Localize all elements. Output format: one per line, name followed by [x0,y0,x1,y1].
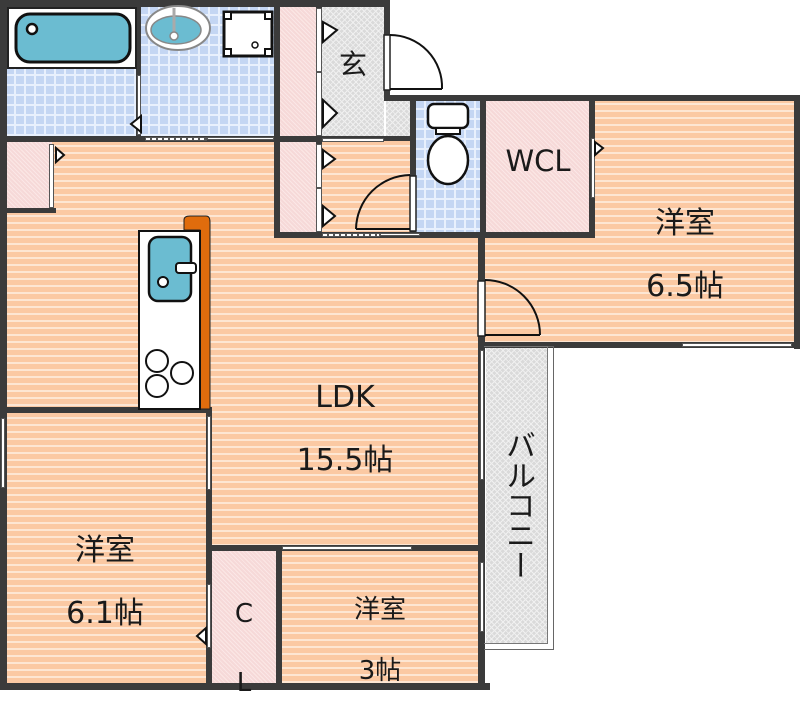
washroom-sliding-door [207,137,274,140]
door-marker-icons [55,20,605,647]
hall-floor [318,140,416,236]
wall-wash-storage [274,0,280,238]
closet-label: C L [212,574,276,724]
wcl-door [591,138,595,198]
room61-door-upper [207,416,211,490]
hall-door-icon [355,174,417,232]
wall-wcl-bottom [480,232,595,238]
western-room-south-name: 洋室 [353,595,406,626]
wall-kitchen-bottom [0,407,212,413]
wall-left-storage-bottom [0,208,56,213]
hall-sliding-track [380,233,420,236]
storage-lower-door-2 [316,188,322,232]
cl-door [207,584,211,648]
room3-sliding-door [282,546,412,550]
storage-lower-floor [280,142,316,234]
wall-right [794,95,800,349]
western-room-south-floor [280,550,484,686]
toilet-icon [426,102,470,186]
walk-in-closet-label: WCL [505,144,571,178]
closet-floor [212,550,280,686]
east-room-window [682,343,792,347]
western-room-south-size: 3帖 [358,655,402,686]
wall-left [0,0,7,690]
entrance-label: 玄 [338,48,367,81]
ldk-size: 15.5帖 [296,442,394,478]
east-room-door-icon [477,279,541,337]
storage-lower-door [316,144,322,188]
wall-hall-toilet [410,97,416,237]
ldk-name: LDK [315,379,375,415]
bathtub-icon [7,7,137,69]
storage-left-floor [6,142,52,210]
wall-cl-right [276,548,282,690]
closet-label-line2: L [236,667,252,698]
wall-bath-wash [136,0,141,140]
storage-upper-floor [280,6,316,138]
wall-toilet-wcl [480,97,486,237]
western-room-southwest-name: 洋室 [75,532,135,568]
room3-balcony-window [480,562,484,632]
storage-left-door [49,144,54,208]
wall-top-left [0,0,390,7]
walk-in-closet-floor [486,100,590,234]
storage-upper-door-2 [316,72,322,136]
bath-door [137,75,141,135]
wall-bottom [0,683,490,690]
gas-stove-icon [145,349,194,398]
balcony-label: バルコニー [500,430,535,580]
front-door-icon [383,34,444,91]
storage-upper-door [316,8,322,72]
balcony-rail-inner [484,346,548,644]
washing-machine-pan-icon [222,10,274,58]
closet-label-line1: C [234,599,254,630]
western-room-east-name: 洋室 [655,205,715,241]
ldk-label: LDK 15.5帖 [270,350,420,508]
western-room-east-label: 洋室 6.5帖 [620,176,750,334]
fixtures-layer [7,5,605,647]
western-room-southwest-label: 洋室 6.1帖 [40,503,170,661]
room61-window [1,418,5,488]
western-room-southwest-floor [6,412,210,686]
wall-east-room-bottom [484,342,800,348]
western-room-east-size: 6.5帖 [646,268,724,304]
hall-door-vent [322,233,380,237]
ldk-balcony-window [480,350,484,480]
washroom-door-vent [145,137,207,141]
western-room-south-label: 洋室 3帖 [320,570,440,712]
western-room-southwest-size: 6.1帖 [66,595,144,631]
kitchen-sink-icon [147,235,197,303]
entrance-step-edge [322,138,384,142]
washbasin-icon [145,5,211,51]
balcony-floor [486,348,548,644]
